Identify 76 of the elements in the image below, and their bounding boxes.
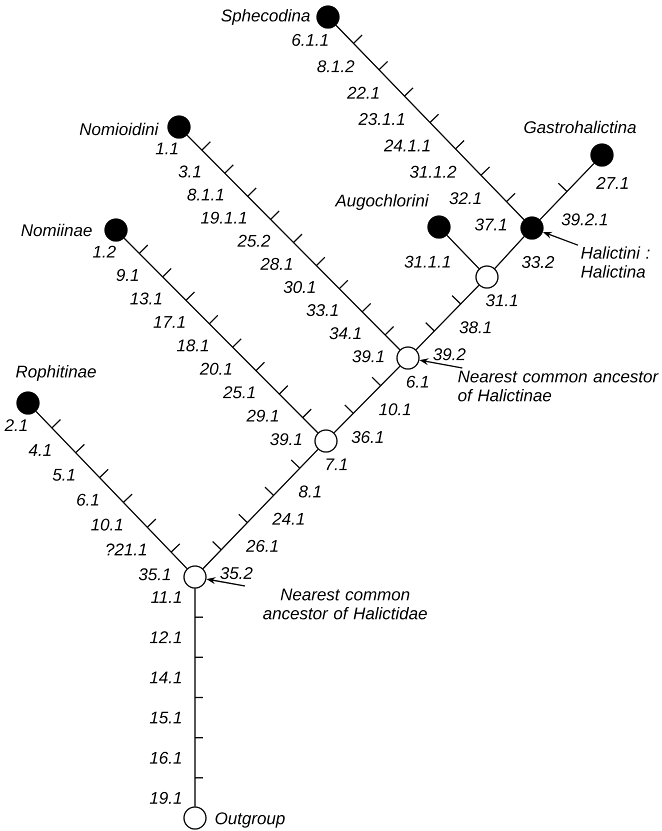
character-state-label: 19.1 [150,792,181,804]
character-state-label: 10.1 [91,518,122,531]
ancestor-circle [520,216,544,240]
annotation-text: Halictini : Halictina [581,246,650,278]
character-state-label: 19.1.1 [200,212,246,224]
taxon-label: Rophitinae [16,365,96,381]
character-state-label: 9.1 [116,269,138,281]
character-state-label: 28.1 [260,258,292,270]
character-state-label: 24.1.1 [384,140,430,152]
character-state-label: 32.1 [449,192,481,204]
character-state-label: 8.1.1 [187,188,224,201]
character-state-label: 1.2 [92,246,116,258]
character-state-label: 6.1.1 [292,34,328,46]
taxon-label: Sphecodina [221,9,310,25]
branch-line [194,588,196,806]
character-state-label: 23.1.1 [358,113,404,125]
character-state-label: 31.1.2 [410,166,456,178]
character-state-label: 35.1 [138,568,170,580]
character-state-label: 15.1 [150,712,181,724]
character-state-label: 33.1 [306,304,338,316]
character-state-label: 6.1 [77,494,98,506]
character-state-label: 37.1 [474,218,506,230]
character-state-label: 38.1 [460,321,491,334]
character-state-label: 16.1 [150,752,181,764]
character-state-label: 3.1 [178,166,200,178]
ancestor-circle [314,429,338,453]
character-state-label: 39.1 [352,350,384,362]
ancestor-circle [475,265,499,289]
branch-line [494,236,525,269]
character-state-label: 39.2 [433,348,466,360]
character-state-label: 27.1 [596,177,628,189]
character-state-label: 35.2 [220,567,253,580]
taxon-label: Augochlorini [334,194,429,210]
taxon-label: Gastrohalictina [524,120,636,134]
branch-line [446,234,480,270]
character-state-label: 33.2 [522,256,554,268]
character-state-label: 8.1 [298,486,321,498]
taxon-label: Nomiinae [21,224,92,236]
character-state-label: 13.1 [130,292,162,304]
character-state-label: 20.1 [200,362,232,375]
taxon-label: Outgroup [216,812,285,828]
character-state-label: 26.1 [246,540,278,552]
character-state-label: 18.1 [176,339,208,352]
character-state-label: 4.1 [28,444,51,456]
character-state-label: 31.1.1 [404,256,450,268]
annotation-text: Nearest common ancestor of Halictidae [263,588,427,620]
character-state-label: 12.1 [150,631,181,644]
character-state-label: 6.1 [406,376,428,388]
annotation-text: Nearest common ancestor of Halictinae [458,370,659,402]
branch-line [36,410,188,570]
branch-line [124,238,318,434]
character-state-label: 10.1 [379,403,410,416]
branch-line [416,284,480,350]
character-state-label: ?21.1 [106,544,146,556]
character-state-label: 25.2 [237,234,270,247]
branch-line [336,24,524,220]
character-state-label: 30.1 [284,281,315,293]
ancestor-circle [396,346,420,370]
character-state-label: 39.1 [270,433,302,446]
character-state-label: 7.1 [326,458,347,470]
character-state-label: 5.1 [52,468,74,481]
character-state-label: 25.1 [223,386,255,398]
branch-line [334,366,400,434]
taxon-label: Nomioidini [80,122,159,136]
character-state-label: 14.1 [150,672,181,684]
character-state-label: 24.1 [272,512,304,525]
branch-line [202,448,318,570]
character-state-label: 36.1 [352,431,383,443]
character-state-label: 17.1 [154,316,185,328]
ancestor-circle [183,565,207,589]
character-state-label: 22.1 [347,86,379,99]
character-state-label: 2.1 [4,419,27,432]
branch-line [540,162,594,220]
character-state-label: 8.1.2 [317,60,354,72]
character-state-label: 1.1 [156,142,178,154]
branch-line [186,134,400,350]
